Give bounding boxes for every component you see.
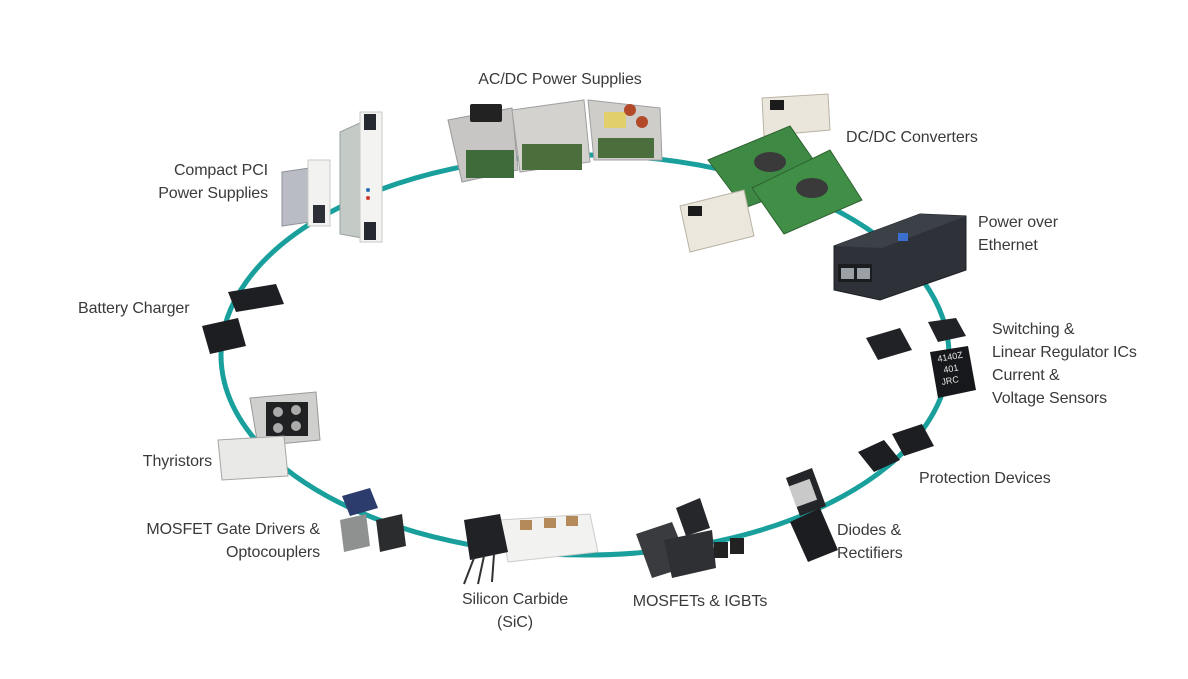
label-line: Ethernet	[978, 237, 1038, 254]
label-line: DC/DC Converters	[846, 129, 978, 146]
gate-driver-image	[340, 488, 406, 552]
sensor-ic-marking-2: 401	[943, 363, 960, 375]
sensor-ic-marking-3: JRC	[941, 374, 960, 387]
label-power-over-ethernet: Power over Ethernet	[978, 211, 1058, 257]
label-line: Power over	[978, 214, 1058, 231]
label-diodes-rectifiers: Diodes & Rectifiers	[837, 519, 903, 565]
label-line: Current &	[992, 367, 1060, 384]
label-line: Linear Regulator ICs	[992, 344, 1137, 361]
label-line: Diodes &	[837, 522, 902, 539]
sic-image	[463, 513, 599, 585]
sensor-ic-marking-1: 4140Z	[937, 350, 964, 364]
acdc-product-image	[447, 99, 663, 183]
label-line: Rectifiers	[837, 545, 903, 562]
mosfet-image	[636, 498, 744, 578]
label-silicon-carbide: Silicon Carbide (SiC)	[440, 588, 590, 634]
label-regulators-sensors: Switching & Linear Regulator ICs Current…	[992, 318, 1137, 410]
label-protection-devices: Protection Devices	[919, 467, 1051, 490]
label-compact-pci: Compact PCI Power Supplies	[120, 159, 268, 205]
battery-charger-image	[202, 284, 284, 354]
thyristor-image	[217, 391, 321, 481]
label-line: Power Supplies	[158, 185, 268, 202]
label-line: Voltage Sensors	[992, 390, 1108, 407]
label-line: Protection Devices	[919, 470, 1051, 487]
label-thyristors: Thyristors	[100, 450, 212, 473]
poe-product-image	[833, 213, 967, 301]
label-line: (SiC)	[497, 614, 533, 631]
label-line: Optocouplers	[226, 544, 320, 561]
label-mosfets-igbts: MOSFETs & IGBTs	[620, 590, 780, 613]
dcdc-product-image	[679, 93, 863, 253]
cpci-product-image	[281, 111, 383, 243]
label-gate-drivers-optocouplers: MOSFET Gate Drivers & Optocouplers	[120, 518, 320, 564]
label-line: AC/DC Power Supplies	[478, 71, 642, 88]
label-line: Battery Charger	[78, 300, 190, 317]
diode-image	[786, 468, 838, 562]
label-battery-charger: Battery Charger	[78, 297, 190, 320]
label-line: MOSFETs & IGBTs	[632, 593, 768, 610]
label-line: Compact PCI	[173, 162, 268, 179]
label-line: Silicon Carbide	[461, 591, 569, 608]
label-line: Thyristors	[142, 453, 212, 470]
label-line: Switching &	[992, 321, 1075, 338]
label-acdc-power-supplies: AC/DC Power Supplies	[460, 68, 660, 91]
label-line: MOSFET Gate Drivers &	[146, 521, 320, 538]
regulator-ic-image: 4140Z 401 JRC	[866, 318, 976, 398]
protection-device-image	[858, 424, 934, 472]
label-dcdc-converters: DC/DC Converters	[846, 126, 978, 149]
